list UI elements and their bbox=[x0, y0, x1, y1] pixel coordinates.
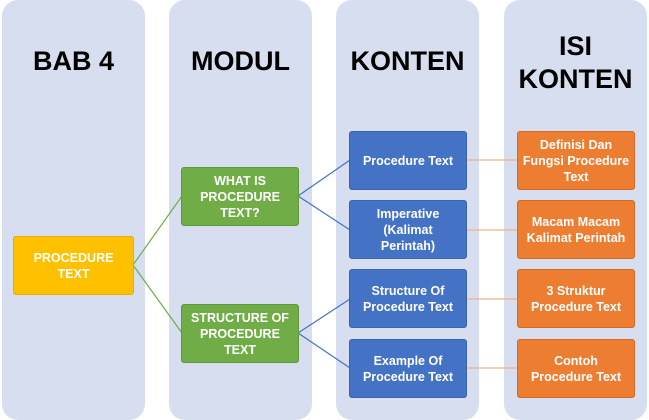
node-procedure-text: PROCEDURE TEXT bbox=[13, 236, 134, 295]
node-detail-definisi: Definisi Dan Fungsi Procedure Text bbox=[517, 131, 635, 190]
column-title-konten: KONTEN bbox=[350, 46, 465, 76]
node-detail-macam: Macam Macam Kalimat Perintah bbox=[517, 200, 635, 259]
node-content-imperative: Imperative (Kalimat Perintah) bbox=[349, 200, 467, 259]
node-detail-contoh: Contoh Procedure Text bbox=[517, 339, 635, 398]
node-content-procedure-text: Procedure Text bbox=[349, 131, 467, 190]
column-title-isi-konten: ISI KONTEN bbox=[518, 31, 633, 94]
node-content-example: Example Of Procedure Text bbox=[349, 339, 467, 398]
node-content-structure: Structure Of Procedure Text bbox=[349, 269, 467, 328]
node-module-structure: STRUCTURE OF PROCEDURE TEXT bbox=[181, 304, 299, 363]
node-module-what-is: WHAT IS PROCEDURE TEXT? bbox=[181, 167, 299, 226]
node-detail-struktur: 3 Struktur Procedure Text bbox=[517, 269, 635, 328]
column-title-bab: BAB 4 bbox=[32, 46, 114, 76]
column-title-modul: MODUL bbox=[191, 46, 290, 76]
column-bab: BAB 4 bbox=[2, 0, 145, 420]
